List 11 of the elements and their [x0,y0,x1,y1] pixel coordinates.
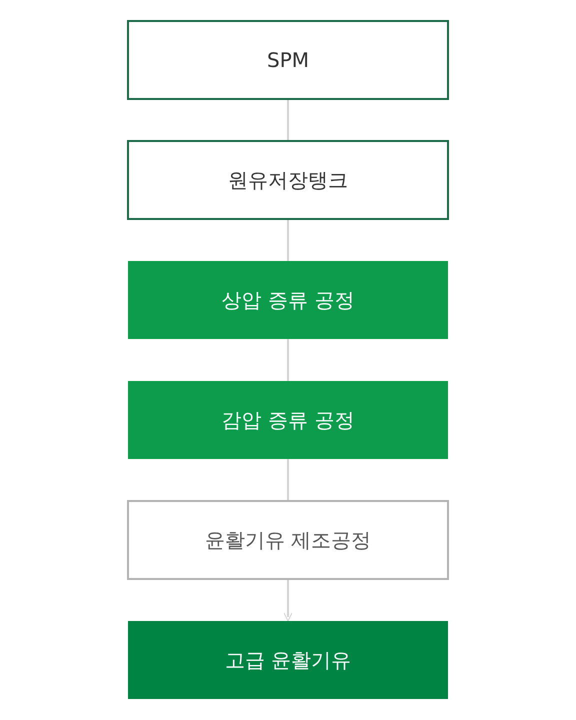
connector [287,339,289,381]
node-box: 고급 윤활기유 [128,621,448,699]
connector [287,459,289,501]
node-box: SPM [127,20,449,100]
connector [287,219,289,261]
node-box: 원유저장탱크 [127,140,449,220]
node-box: 감압 증류 공정 [128,381,448,459]
arrow [284,579,292,622]
connector [287,99,289,141]
node-box: 윤활기유 제조공정 [127,500,449,580]
node-box: 상압 증류 공정 [128,261,448,339]
